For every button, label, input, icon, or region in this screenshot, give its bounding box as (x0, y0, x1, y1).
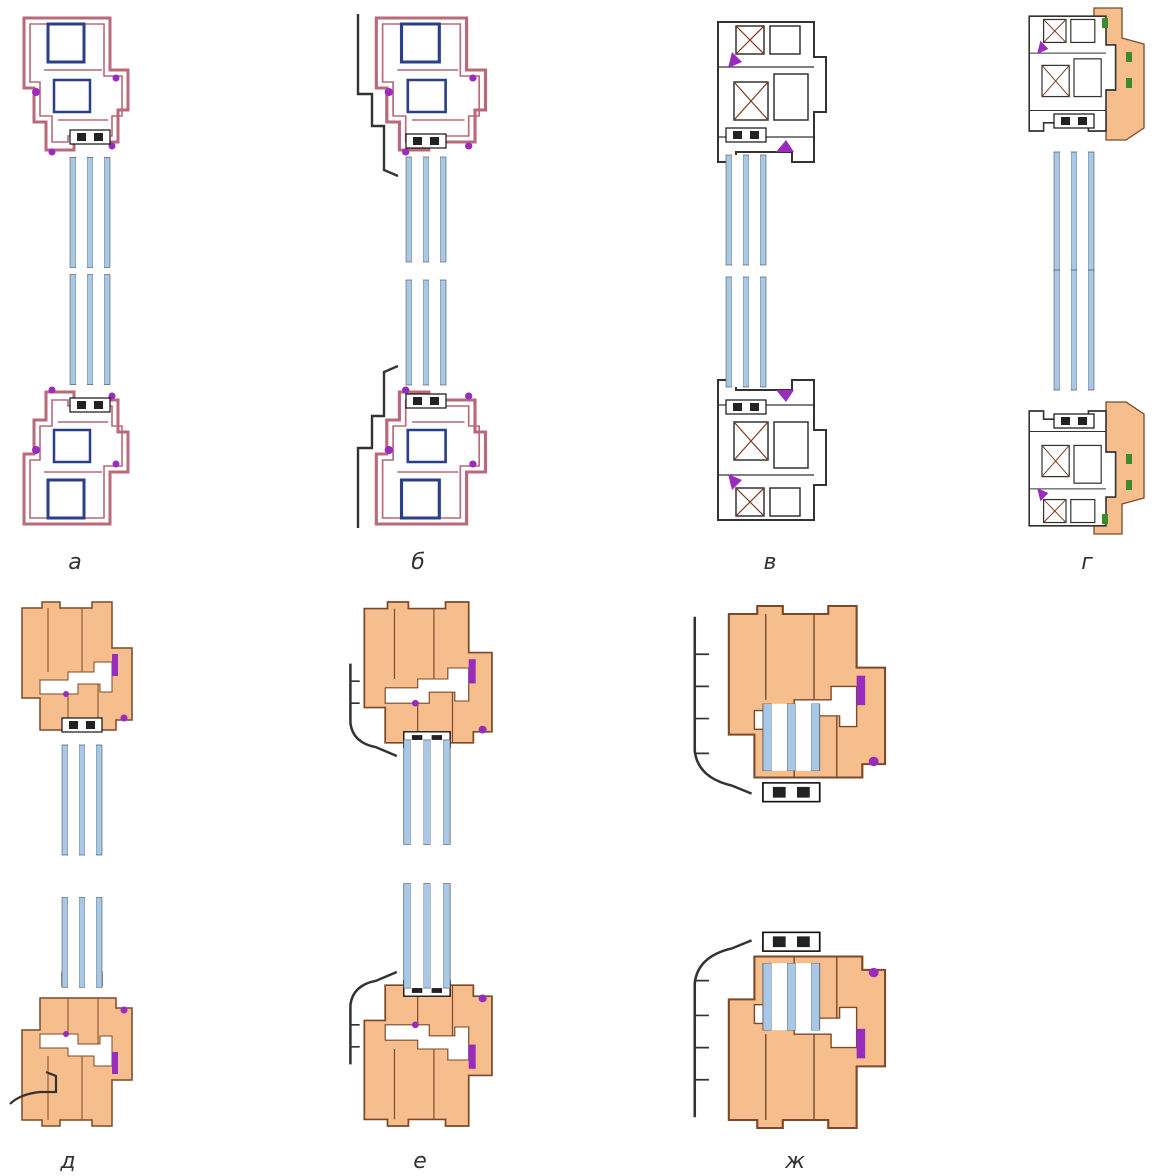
profile-b (356, 14, 488, 528)
label-e: е (413, 1149, 427, 1174)
profile-e-top (349, 601, 493, 846)
profile-g (1028, 7, 1145, 535)
profile-zh-bottom (693, 931, 887, 1130)
profile-a (22, 16, 130, 526)
label-a: а (68, 550, 82, 575)
label-g: г (1081, 550, 1093, 575)
profile-b-bottom (356, 279, 488, 528)
label-zh: ж (785, 1149, 805, 1174)
profile-a-top (22, 16, 130, 268)
profile-g-top (1028, 7, 1145, 273)
profile-d (9, 601, 133, 1127)
label-d: д (60, 1149, 76, 1174)
profile-d-top (21, 601, 133, 856)
profile-v-bottom (717, 276, 827, 521)
profile-zh (693, 604, 887, 1130)
label-b: б (411, 550, 425, 575)
profile-e (349, 601, 493, 1127)
label-v: в (763, 550, 777, 575)
profile-zh-top (693, 604, 887, 803)
profile-v (717, 21, 827, 521)
profile-v-top (717, 21, 827, 266)
profile-d-bottom (9, 896, 133, 1127)
profile-b-top (356, 14, 488, 263)
profile-a-bottom (22, 274, 130, 526)
profile-g-bottom (1028, 269, 1145, 535)
profile-e-bottom (349, 882, 493, 1127)
